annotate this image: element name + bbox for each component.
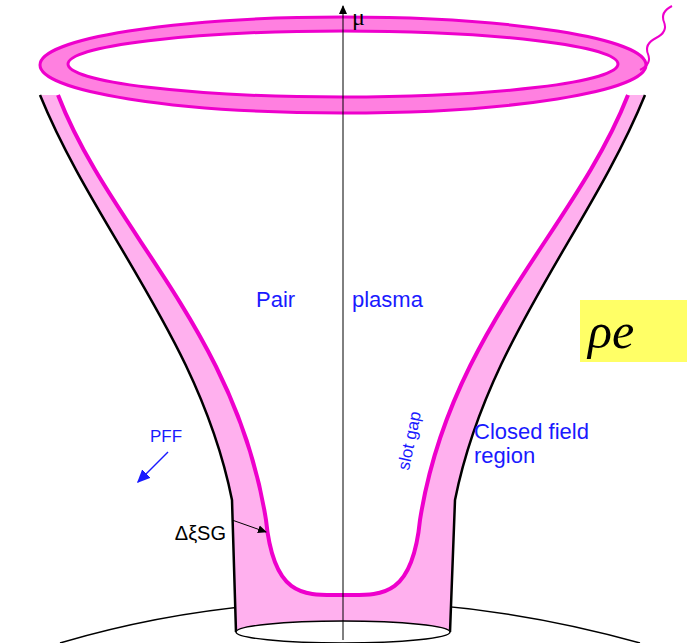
dimension-label: ΔξSG xyxy=(175,522,226,544)
symbol-text: ρe xyxy=(588,302,634,360)
region-label: Closed field region xyxy=(474,420,594,468)
gap-label: slot gap xyxy=(395,410,426,472)
axis-label: μ xyxy=(352,4,365,30)
region-label: Pair xyxy=(256,288,295,312)
boundary-label: PFF xyxy=(150,428,182,447)
highlight-box: ρe xyxy=(580,300,687,362)
region-label: plasma xyxy=(352,288,423,312)
